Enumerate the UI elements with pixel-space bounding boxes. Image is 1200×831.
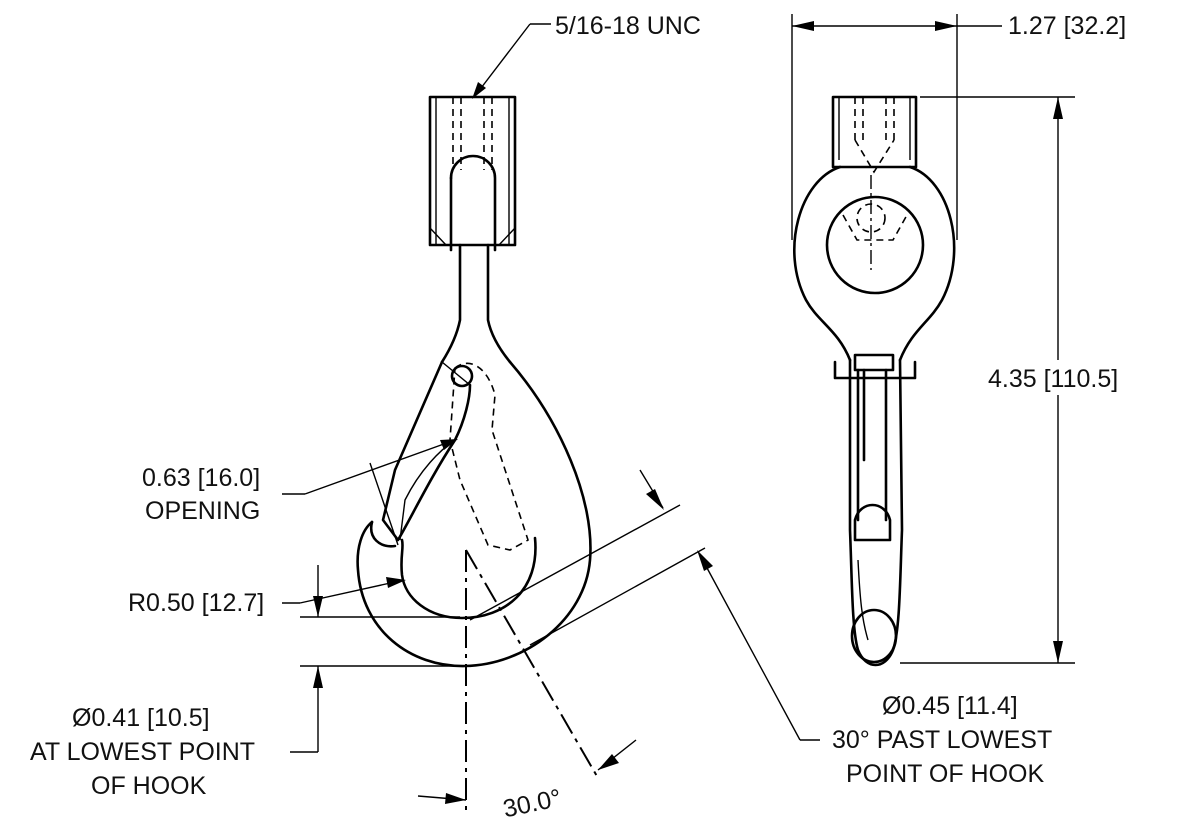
thirty-deg-dia-leader — [699, 554, 801, 741]
thirty-degree-centerline — [465, 549, 599, 779]
latch-pivot-pin — [450, 364, 474, 388]
eye-ring-right — [898, 165, 956, 362]
thread-label: 5/16-18 UNC — [555, 12, 701, 40]
thread-leader — [477, 23, 531, 93]
latch-spring-hidden — [449, 362, 529, 551]
shank-top — [449, 154, 497, 252]
latch — [381, 360, 472, 542]
thirty-deg-extension-lower — [529, 547, 706, 646]
lowest-dia-label-1: Ø0.41 [10.5] — [72, 704, 210, 732]
opening-leader — [304, 439, 456, 495]
hook-outer-contour — [356, 360, 592, 668]
opening-text-label: OPENING — [145, 497, 260, 525]
thirty-dia-label-3: POINT OF HOOK — [846, 760, 1044, 788]
thirty-dia-label-2: 30° PAST LOWEST — [832, 726, 1052, 754]
width-label: 1.27 [32.2] — [1008, 12, 1126, 40]
labels: 5/16-18 UNC 1.27 [32.2] 4.35 [110.5] 0.6… — [30, 12, 1126, 823]
shank-left-edge — [440, 243, 462, 364]
front-latch-top — [853, 353, 895, 372]
nut-body — [428, 95, 517, 247]
front-hook-body — [848, 358, 904, 667]
eye-bore — [825, 195, 925, 295]
angle-label: 30.0° — [501, 784, 564, 824]
height-label: 4.35 [110.5] — [988, 365, 1118, 393]
front-hook-point — [850, 608, 898, 664]
radius-label: R0.50 [12.7] — [128, 589, 264, 617]
front-latch-tip — [853, 503, 892, 542]
lowest-dia-label-2: AT LOWEST POINT — [30, 738, 255, 766]
thirty-deg-extension-upper — [469, 504, 681, 621]
thirty-dia-label-1: Ø0.45 [11.4] — [882, 692, 1018, 720]
hook-tip — [369, 520, 397, 548]
opening-value-label: 0.63 [16.0] — [142, 464, 260, 492]
side-view — [356, 95, 599, 812]
eye-ring-left — [793, 165, 852, 362]
front-view — [793, 95, 956, 667]
hook-throat — [400, 536, 537, 620]
front-nut-body — [831, 95, 918, 169]
lowest-dia-label-3: OF HOOK — [91, 772, 207, 800]
dimensions — [282, 14, 1075, 804]
